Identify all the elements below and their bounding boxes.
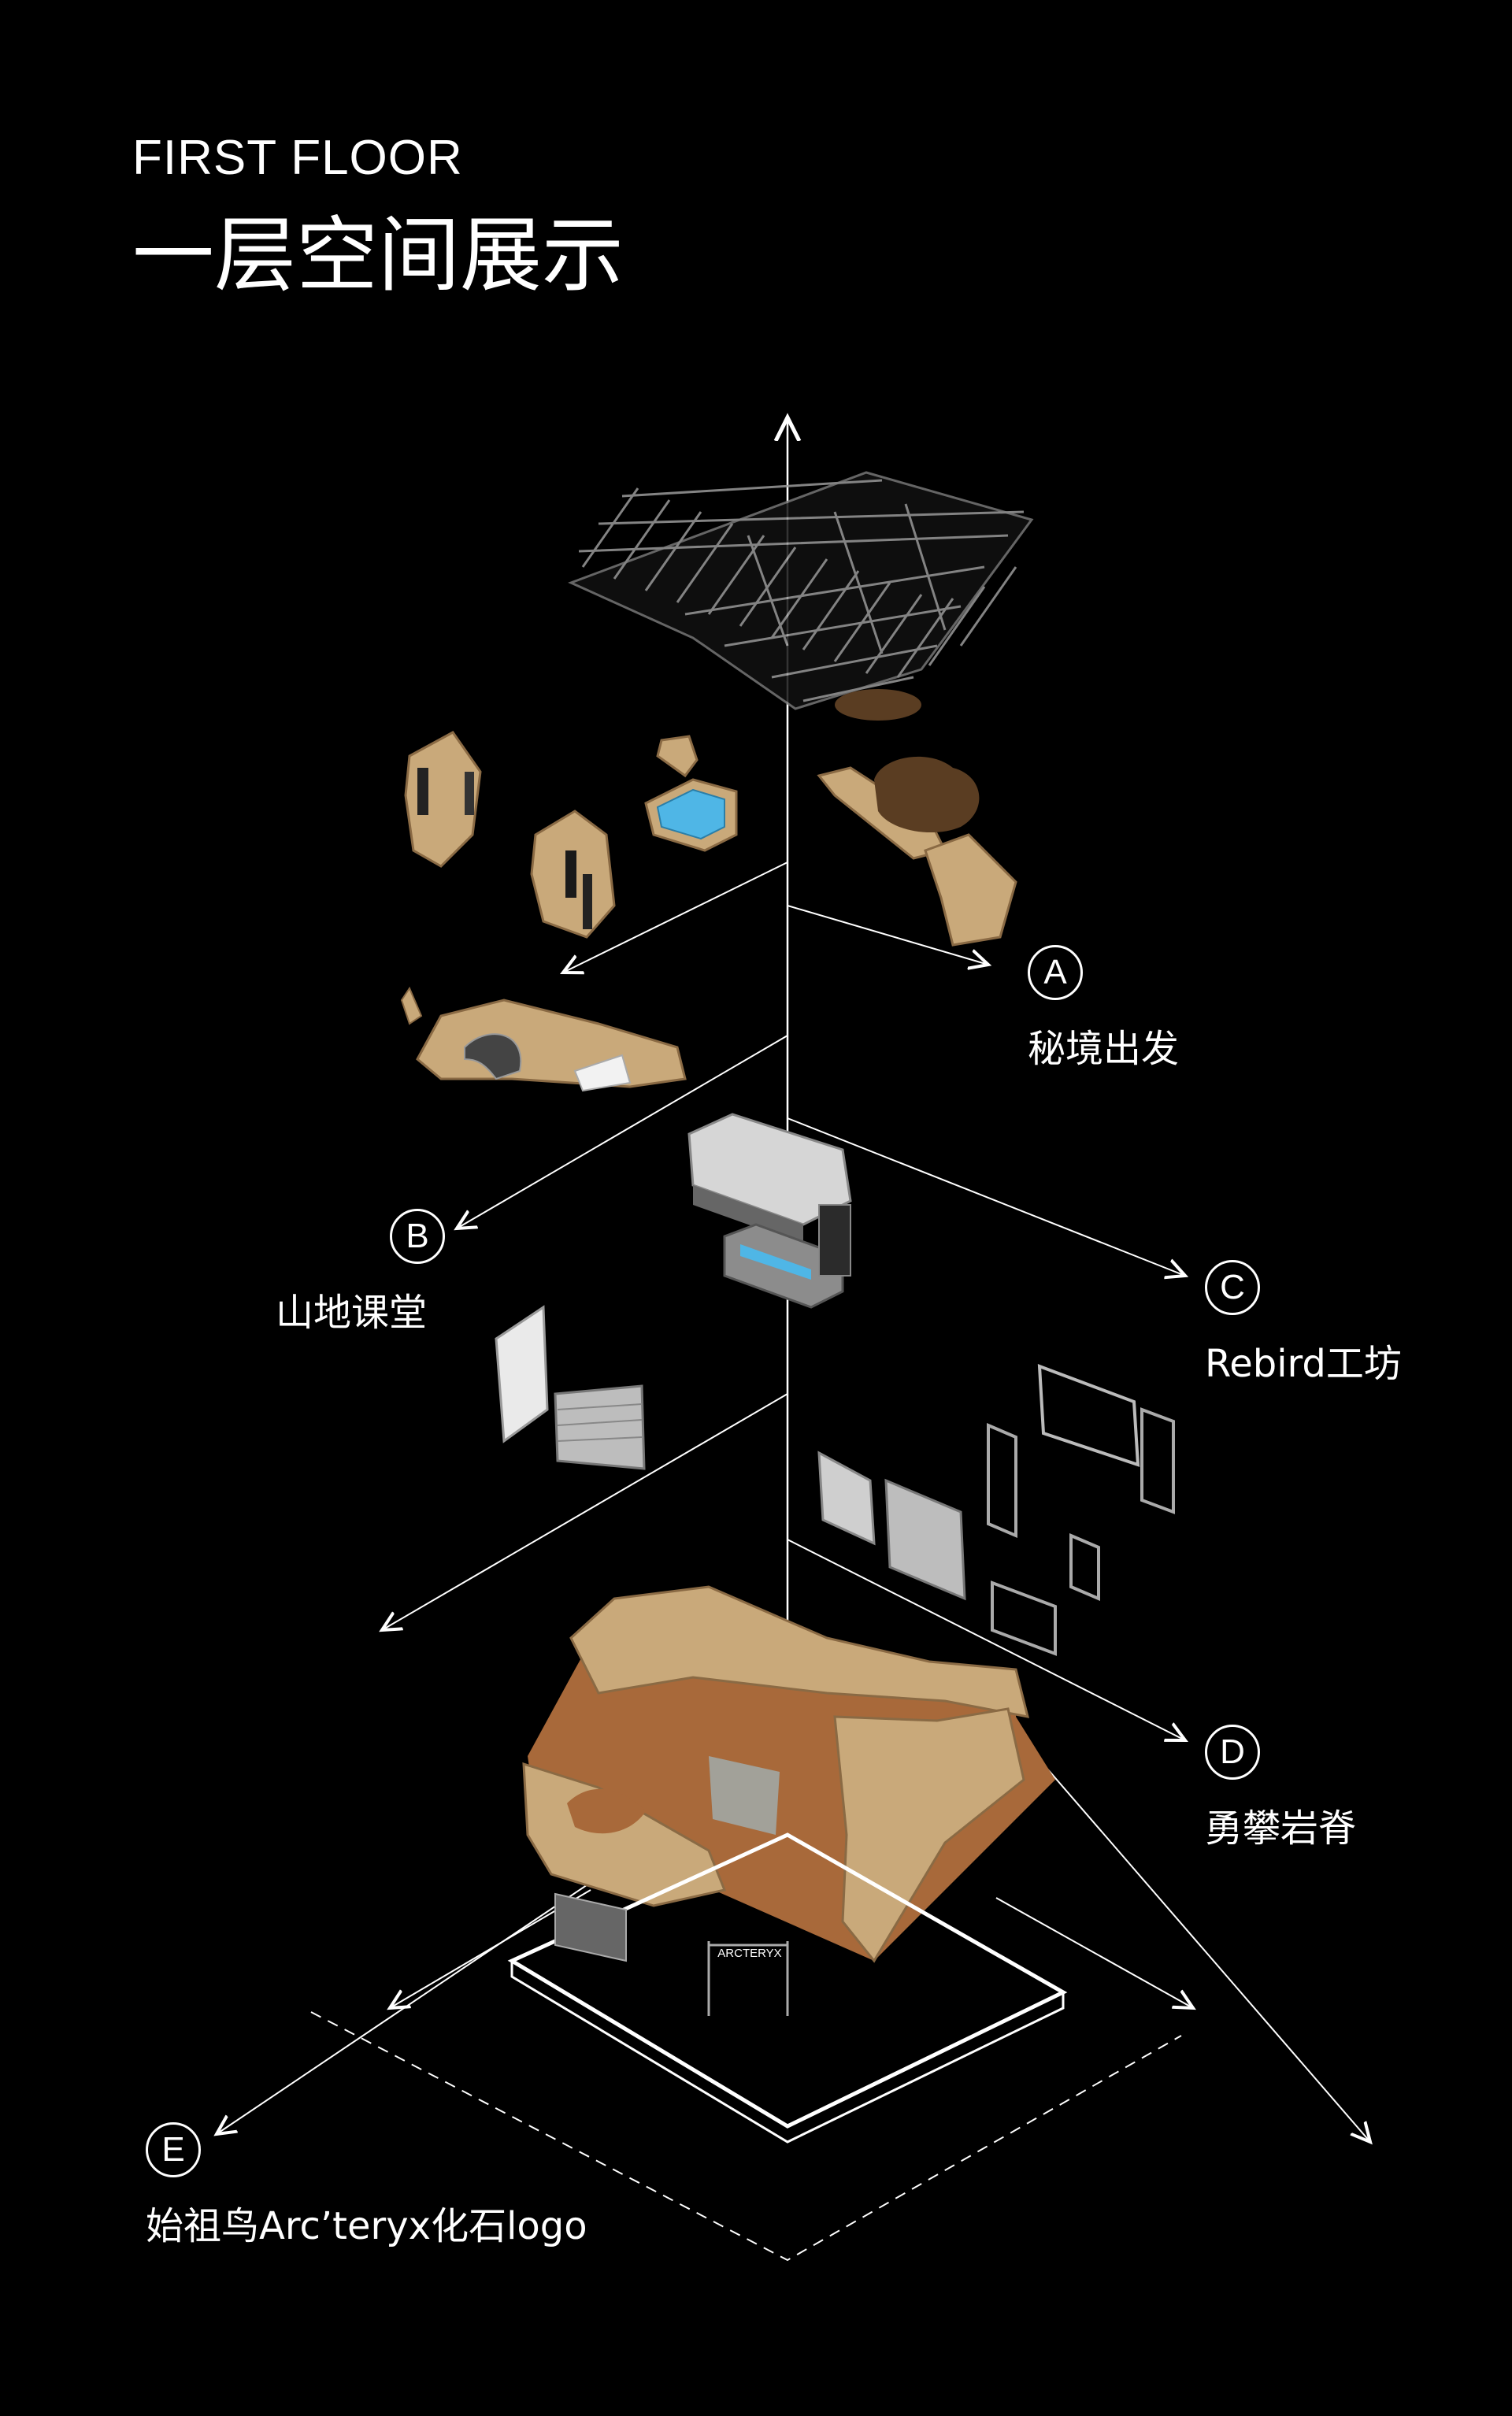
zone-label-a: A 秘境出发: [1028, 945, 1179, 1073]
rock-pillars: [404, 731, 616, 939]
display-shelves-left: [495, 1305, 646, 1470]
leader-d: [787, 1539, 1185, 1740]
display-shelves-right: [817, 1364, 1175, 1656]
water-pool: [644, 735, 738, 852]
zone-badge-e: E: [146, 2122, 201, 2177]
leader-far-right: [1015, 1732, 1370, 2142]
zone-name-d: 勇攀岩脊: [1205, 1806, 1357, 1851]
page-heading: FIRST FLOOR 一层空间展示: [132, 131, 624, 303]
leader-lines: [217, 862, 1370, 2142]
zone-name-e: 始祖鸟Arc’teryx化石logo: [146, 2204, 587, 2248]
ceiling-grid: [568, 471, 1034, 710]
tree-ramp: [817, 756, 1017, 947]
zone-badge-c: C: [1205, 1260, 1260, 1315]
title-english: FIRST FLOOR: [132, 131, 463, 185]
leader-right-3: [995, 1897, 1193, 2008]
zone-badge-d: D: [1205, 1725, 1260, 1780]
floor-plate: ARCTERYX: [310, 1832, 1182, 2262]
tree-crown-top: [835, 689, 921, 721]
leader-left-2: [382, 1393, 788, 1630]
leader-b: [457, 1035, 788, 1228]
zone-badge-b: B: [390, 1209, 445, 1264]
rebird-workshop: [687, 1113, 852, 1309]
zone-label-d: D 勇攀岩脊: [1205, 1725, 1356, 1852]
zone-label-b: B 山地课堂: [276, 1209, 445, 1336]
zone-name-c: Rebird工坊: [1205, 1342, 1402, 1386]
leader-c: [787, 1117, 1185, 1276]
zone-label-e: E 始祖鸟Arc’teryx化石logo: [146, 2122, 587, 2250]
classroom-seating: [400, 986, 687, 1092]
zone-badge-a: A: [1028, 945, 1083, 1000]
zone-label-c: C Rebird工坊: [1205, 1260, 1402, 1388]
zone-name-a: 秘境出发: [1028, 1027, 1180, 1071]
zone-name-b: 山地课堂: [276, 1291, 428, 1335]
leader-a: [787, 905, 988, 965]
title-chinese: 一层空间展示: [132, 207, 624, 303]
logo-text: ARCTERYX: [717, 1947, 781, 1960]
leader-left-1: [563, 862, 788, 973]
rock-room: [522, 1585, 1055, 1963]
